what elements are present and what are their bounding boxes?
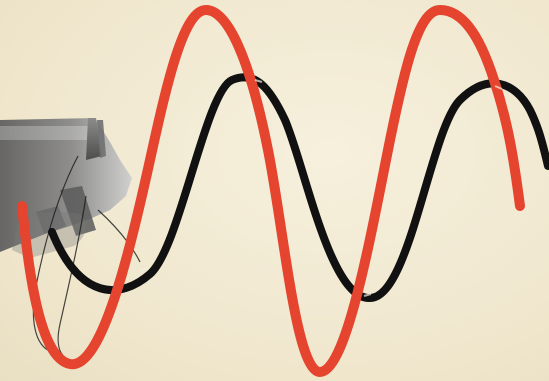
gray-instrument — [0, 118, 132, 258]
